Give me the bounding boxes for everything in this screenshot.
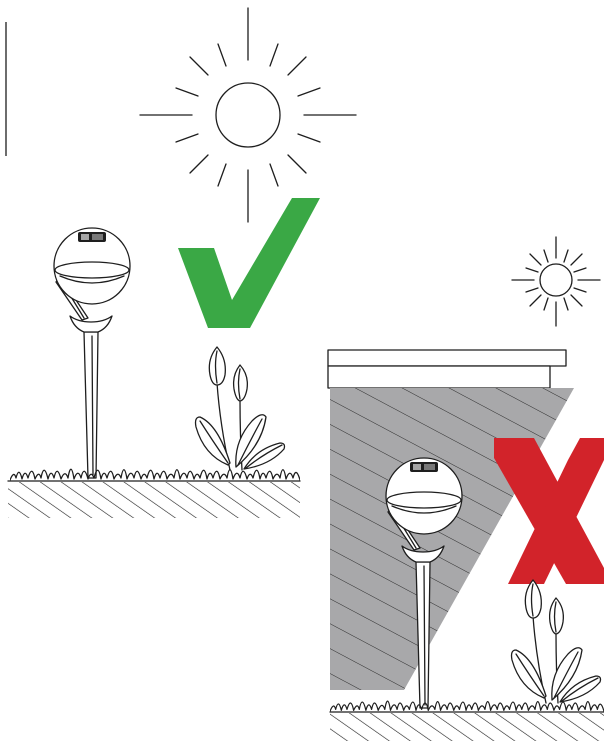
plant (196, 347, 285, 470)
cross-icon (494, 438, 604, 584)
ground-hatch-shaded (330, 713, 604, 741)
roof-overhang (328, 350, 566, 388)
solar-lamp (54, 228, 130, 478)
sun-icon (140, 8, 356, 222)
scene-shade (328, 237, 604, 741)
ground-hatch (8, 482, 300, 518)
small-sun-icon (512, 237, 600, 326)
check-icon (178, 198, 320, 328)
plant-shaded (512, 580, 601, 703)
scene-full-sun (8, 8, 356, 518)
grass-shaded (330, 701, 604, 711)
grass (10, 469, 300, 480)
